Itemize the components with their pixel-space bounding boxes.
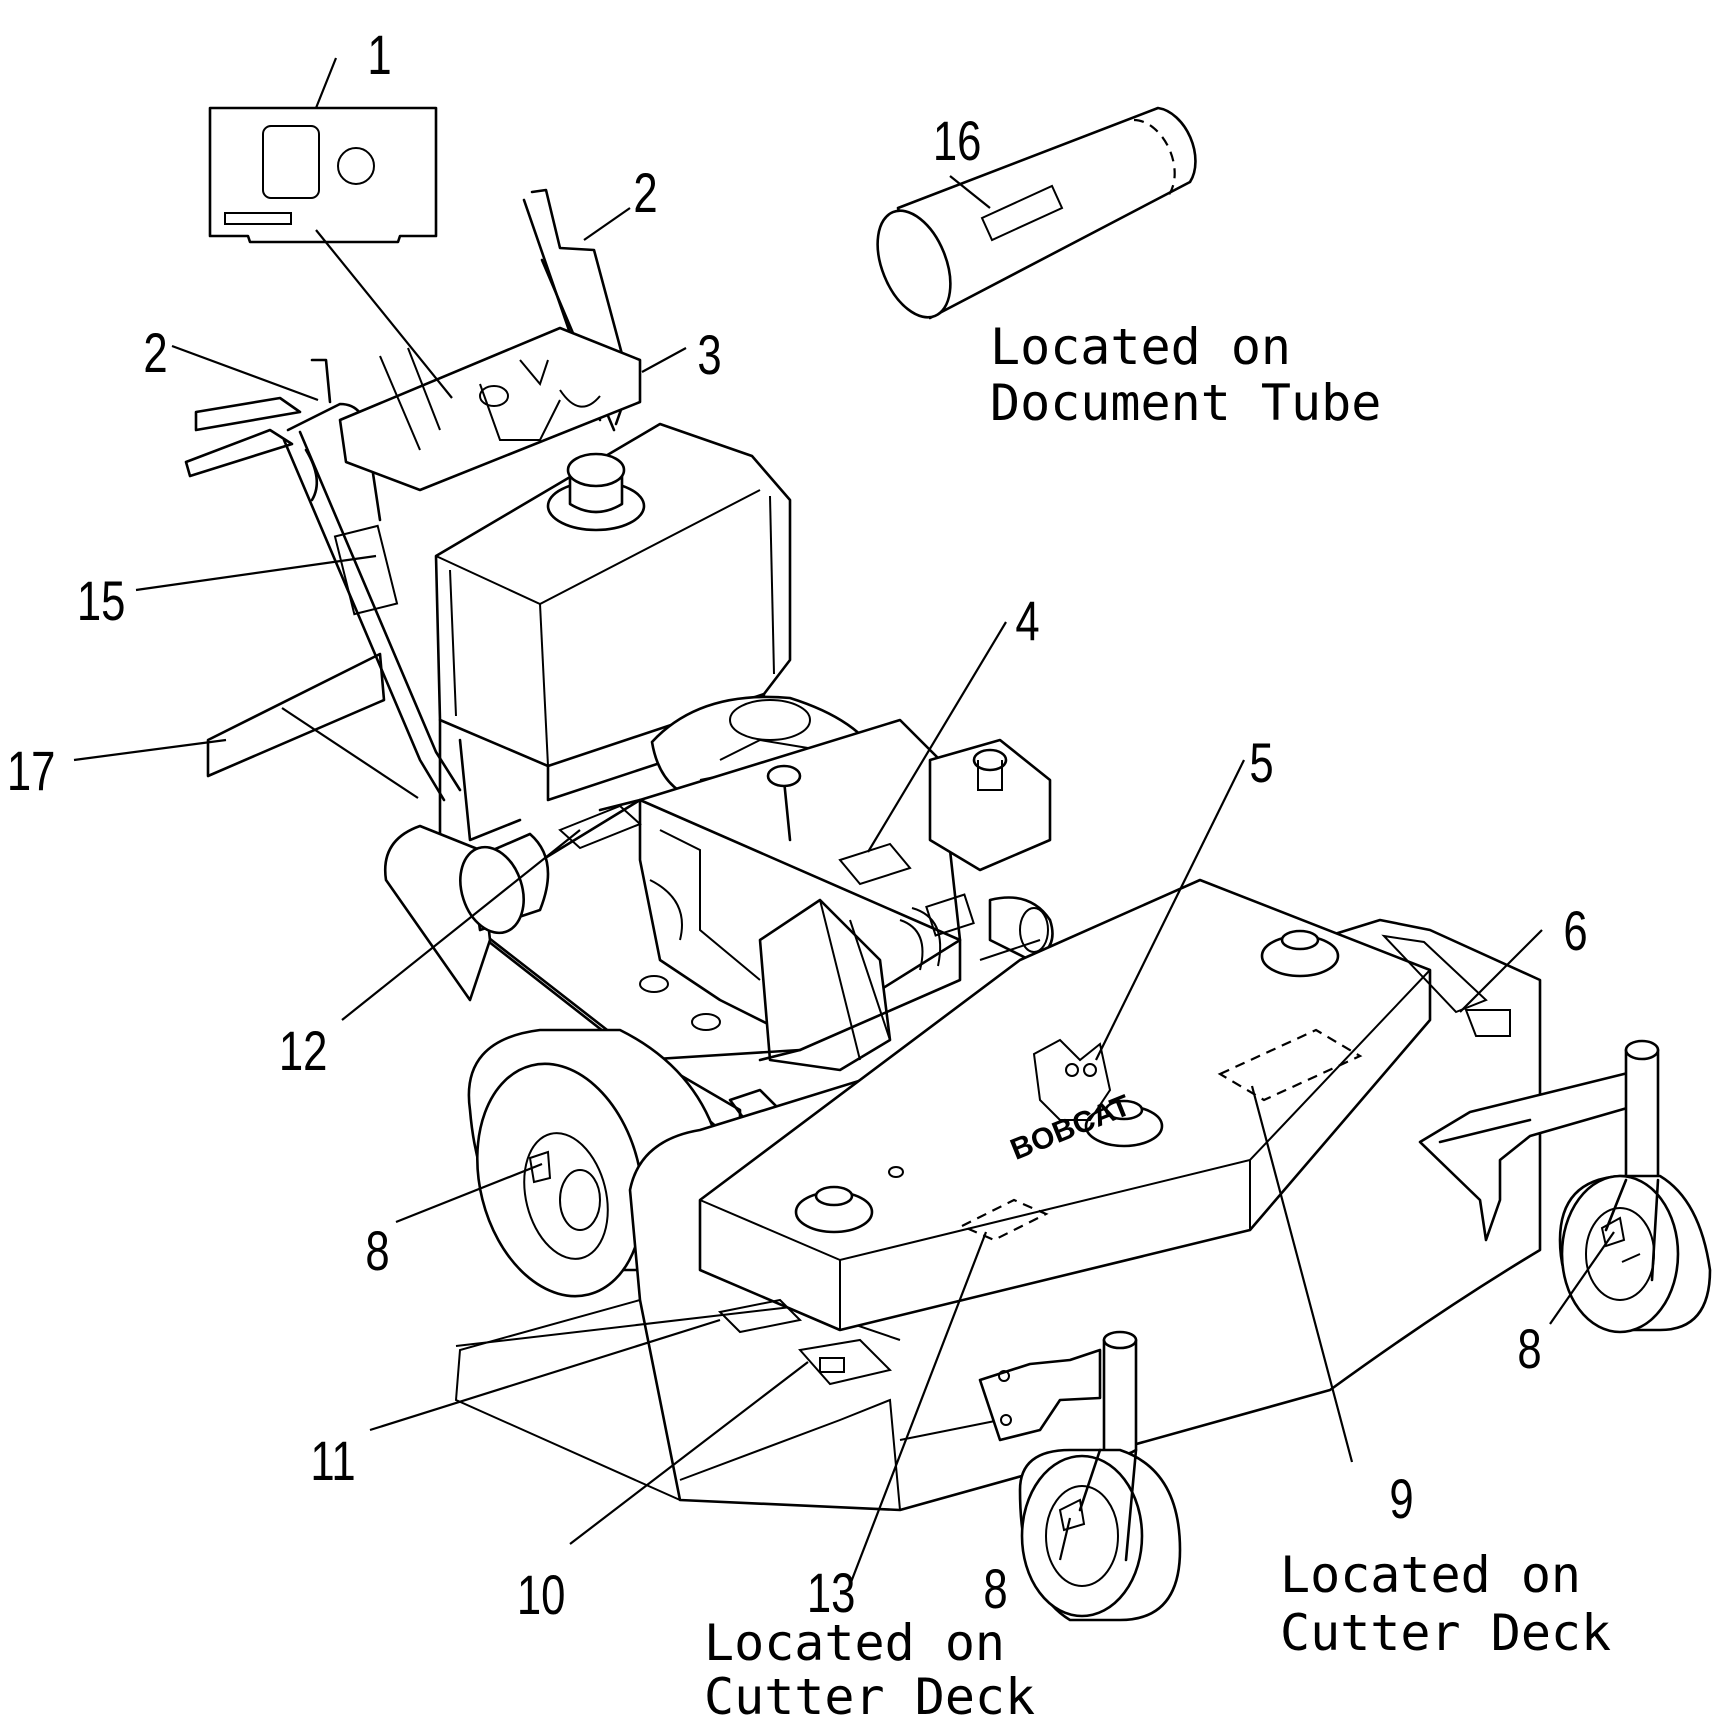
cutter-deck: BOBCAT bbox=[454, 878, 1542, 1512]
callout-2-left: 2 bbox=[143, 322, 167, 384]
fuel-tank bbox=[434, 422, 792, 862]
spindle-hub-front bbox=[794, 1185, 874, 1234]
callout-3: 3 bbox=[697, 324, 721, 386]
callout-8-rear-caster: 8 bbox=[1517, 1318, 1541, 1380]
callout-9: 9 bbox=[1389, 1468, 1413, 1530]
location-notes: Located on Document Tube Located on Cutt… bbox=[704, 318, 1611, 1720]
caster-wheel-rear bbox=[1418, 1039, 1712, 1334]
document-tube bbox=[876, 106, 1197, 320]
callout-6: 6 bbox=[1563, 900, 1587, 962]
callout-13: 13 bbox=[807, 1562, 856, 1624]
note-deck9-line2: Cutter Deck bbox=[1280, 1604, 1611, 1662]
leader-lines bbox=[73, 57, 1615, 1591]
callout-16: 16 bbox=[933, 110, 982, 172]
spindle-hub-center bbox=[1084, 1099, 1164, 1148]
note-deck13-line1: Located on bbox=[704, 1614, 1005, 1672]
note-doc-tube-line2: Document Tube bbox=[990, 374, 1381, 432]
callout-2-right: 2 bbox=[633, 162, 657, 224]
callout-8-front-caster: 8 bbox=[983, 1558, 1007, 1620]
callout-12: 12 bbox=[279, 1020, 328, 1082]
callout-15: 15 bbox=[77, 570, 126, 632]
chassis-frame bbox=[383, 798, 1041, 1142]
spindle-hub-rear bbox=[1260, 929, 1340, 978]
caster-wheel-front bbox=[978, 1330, 1182, 1622]
callout-5: 5 bbox=[1249, 732, 1273, 794]
callout-11: 11 bbox=[310, 1430, 355, 1492]
callout-1: 1 bbox=[367, 24, 391, 86]
callout-numbers: 1 2 2 3 4 5 6 8 8 8 9 10 11 12 13 15 16 … bbox=[7, 24, 1588, 1626]
decal-17-plate bbox=[206, 652, 386, 778]
note-deck9-line1: Located on bbox=[1280, 1546, 1581, 1604]
callout-4: 4 bbox=[1015, 590, 1039, 652]
handlebars bbox=[184, 188, 642, 802]
decal-1-card bbox=[208, 106, 438, 244]
note-deck13-line2: Cutter Deck bbox=[704, 1668, 1035, 1720]
callout-10: 10 bbox=[517, 1564, 566, 1626]
note-doc-tube-line1: Located on bbox=[990, 318, 1291, 376]
callout-17: 17 bbox=[7, 740, 56, 802]
callout-8-left-wheel: 8 bbox=[365, 1220, 389, 1282]
